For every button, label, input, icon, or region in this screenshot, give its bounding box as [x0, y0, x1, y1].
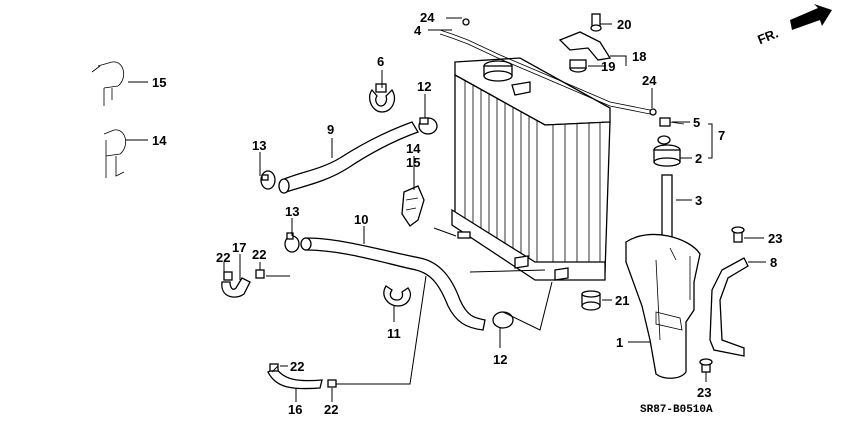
reserve-tank — [625, 233, 701, 379]
leader-lines — [126, 17, 766, 402]
callout-22-a: 22 — [216, 250, 230, 265]
callout-18: 21 — [615, 293, 629, 308]
overflow-tube — [439, 18, 651, 115]
tube-3 — [661, 174, 673, 238]
clamp-11 — [383, 285, 412, 307]
hose-17 — [221, 277, 251, 298]
clamp-13-upper — [260, 170, 276, 190]
joints-5-24 — [649, 108, 685, 127]
callout-22-b: 22 — [252, 247, 266, 262]
direction-label: FR. — [755, 26, 780, 48]
callout-3: 3 — [695, 193, 702, 208]
callout-5: 5 — [693, 115, 700, 130]
front-direction-arrow — [790, 4, 832, 30]
callout-17: 17 — [232, 240, 246, 255]
reserve-cap-2 — [653, 135, 681, 167]
callout-12-lower: 12 — [493, 352, 507, 367]
lower-hose — [300, 237, 486, 331]
callout-6: 6 — [377, 54, 384, 69]
callout-14-left: 14 — [152, 133, 167, 148]
upper-hose — [278, 121, 419, 194]
callout-23-bottom: 23 — [697, 385, 711, 400]
cap-18 — [581, 290, 601, 311]
clamp-12-upper — [418, 117, 438, 135]
callout-12-upper: 12 — [417, 79, 431, 94]
callout-23-top: 23 — [768, 231, 782, 246]
callout-15-left: 15 — [152, 75, 166, 90]
callout-8: 8 — [770, 255, 777, 270]
callout-22-d: 22 — [324, 402, 338, 417]
clamp-14-left — [103, 129, 127, 178]
hose-16 — [267, 367, 323, 390]
radiator-core — [451, 57, 611, 281]
callout-24-top: 24 — [420, 10, 435, 25]
callout-13-upper: 13 — [252, 138, 266, 153]
clamp-6 — [368, 83, 396, 113]
callout-10: 10 — [354, 212, 368, 227]
callout-19: 19 — [601, 59, 615, 74]
clamp-13-lower — [284, 232, 300, 253]
callout-4: 4 — [414, 23, 422, 38]
callout-13-lower: 13 — [285, 204, 299, 219]
callout-2: 2 — [695, 151, 702, 166]
clamp-12-lower — [492, 311, 514, 329]
callout-21: 20 — [617, 17, 631, 32]
bracket-8 — [709, 257, 749, 357]
drawing-code: SR87-B0510A — [640, 404, 713, 416]
callout-1: 1 — [616, 335, 623, 350]
callout-9: 9 — [327, 122, 334, 137]
callout-20: 18 — [632, 49, 646, 64]
callout-22-c: 22 — [290, 359, 304, 374]
callout-16: 16 — [288, 402, 302, 417]
bracket-20-21 — [558, 13, 612, 73]
callout-7: 7 — [718, 128, 725, 143]
callout-14-center: 14 — [406, 141, 421, 156]
callout-24-right: 24 — [642, 73, 657, 88]
callout-11: 11 — [387, 326, 401, 341]
clamp-14-15-center — [401, 185, 425, 227]
callout-15-center: 15 — [406, 155, 420, 170]
bolts-23 — [699, 226, 745, 373]
clamp-15-left — [91, 61, 125, 106]
